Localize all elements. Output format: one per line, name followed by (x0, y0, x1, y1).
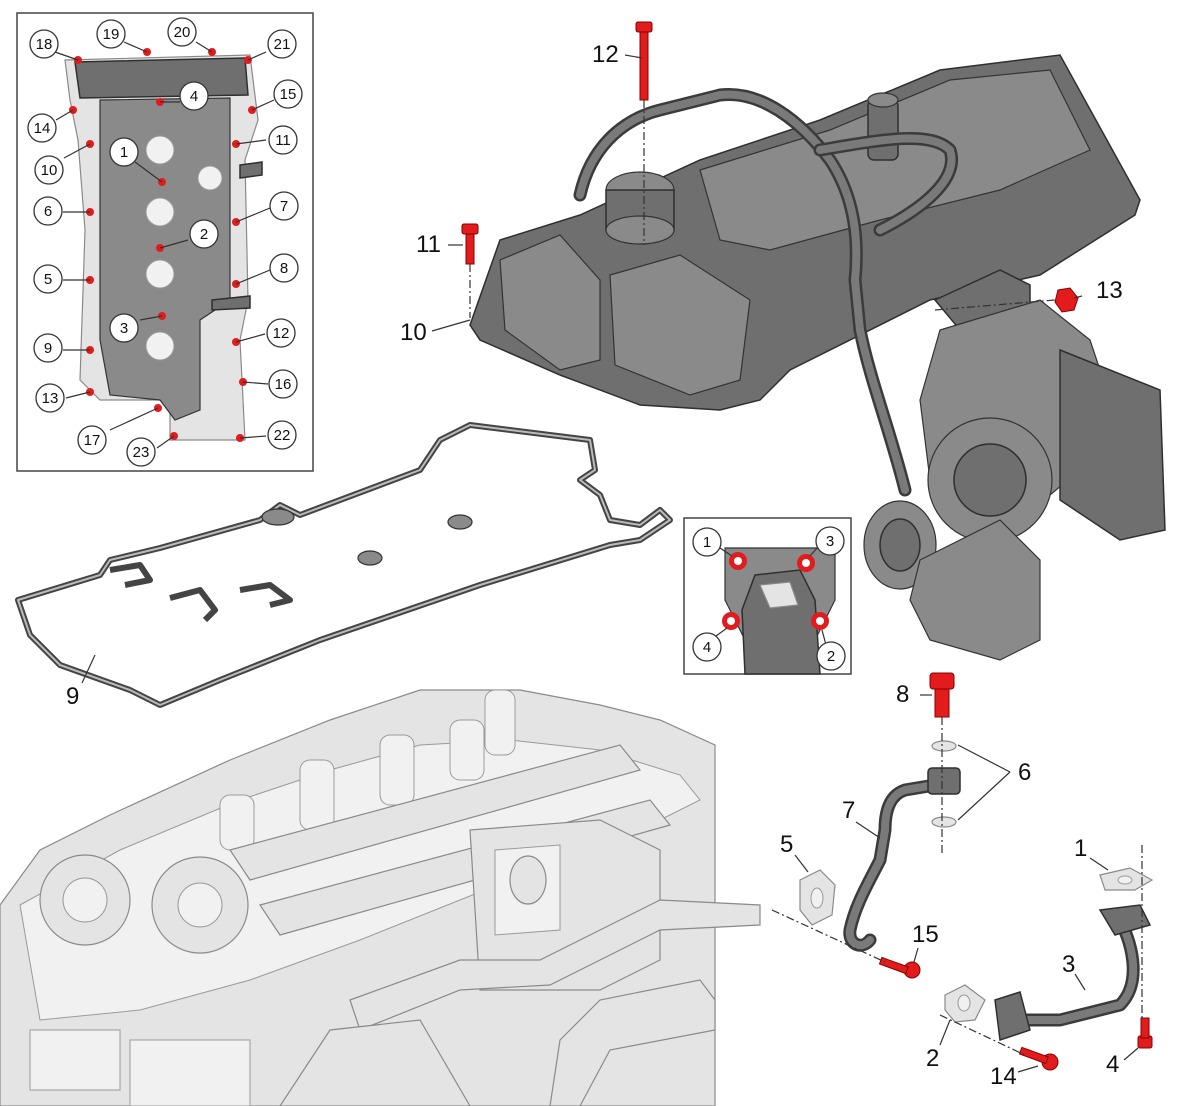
svg-text:20: 20 (174, 24, 191, 41)
flange-hole-4 (722, 612, 740, 630)
flange-seq-1: 1 (692, 527, 722, 557)
seq-2: 2 (189, 219, 219, 249)
valve-cover (469, 54, 1141, 411)
flange-seq-3: 3 (815, 526, 845, 556)
seq-7: 7 (269, 191, 299, 221)
seq-9: 9 (33, 333, 63, 363)
svg-text:1: 1 (120, 144, 128, 161)
seq-6: 6 (33, 196, 63, 226)
seq-12: 12 (266, 318, 296, 348)
flange-hole-2 (811, 612, 829, 630)
callout-8: 8 (896, 681, 909, 708)
seq-21: 21 (267, 29, 297, 59)
seq-10: 10 (34, 155, 64, 185)
svg-text:11: 11 (275, 132, 291, 149)
svg-text:2: 2 (827, 648, 835, 665)
callout-4: 4 (1106, 1051, 1119, 1078)
seq-17: 17 (77, 425, 107, 455)
callout-3: 3 (1062, 951, 1075, 978)
seq-15: 15 (273, 79, 303, 109)
svg-text:21: 21 (274, 36, 291, 53)
assembly-centerlines (469, 100, 1143, 1056)
flange-seq-4: 4 (692, 632, 722, 662)
svg-text:2: 2 (200, 226, 208, 243)
callout-6: 6 (1018, 759, 1031, 786)
callout-13: 13 (1096, 277, 1123, 304)
seq-22: 22 (267, 420, 297, 450)
seq-23: 23 (126, 437, 156, 467)
svg-text:7: 7 (280, 198, 288, 215)
callout-5: 5 (780, 831, 793, 858)
svg-text:4: 4 (703, 639, 711, 656)
svg-text:4: 4 (190, 88, 198, 105)
svg-text:23: 23 (133, 444, 150, 461)
svg-text:5: 5 (44, 271, 52, 288)
svg-text:22: 22 (274, 427, 291, 444)
callout-1: 1 (1074, 835, 1087, 862)
seq-5: 5 (33, 264, 63, 294)
svg-text:12: 12 (273, 325, 290, 342)
seq-14: 14 (27, 113, 57, 143)
svg-text:15: 15 (280, 86, 297, 103)
svg-text:8: 8 (280, 260, 288, 277)
bolt-12 (635, 21, 653, 101)
bolt-15 (878, 956, 921, 979)
leader-lines (81, 54, 1139, 1073)
svg-text:14: 14 (34, 120, 51, 137)
cover-tightening-sequence-inset: 18 19 20 21 4 15 14 11 1 10 6 7 2 8 5 3 … (16, 12, 314, 472)
flange-tightening-sequence-inset: 1 3 4 2 (683, 517, 852, 675)
seq-4: 4 (179, 81, 209, 111)
callout-15: 15 (912, 921, 939, 948)
seq-18: 18 (29, 29, 59, 59)
svg-text:18: 18 (36, 36, 53, 53)
callout-10: 10 (400, 319, 427, 346)
callout-14: 14 (990, 1063, 1017, 1090)
svg-text:6: 6 (44, 203, 52, 220)
oil-feed-pipe (843, 740, 961, 952)
seq-19: 19 (96, 19, 126, 49)
seq-1: 1 (109, 137, 139, 167)
gaskets-small (799, 867, 1154, 1023)
bolt-14 (1018, 1046, 1059, 1071)
flange-seq-2: 2 (816, 641, 846, 671)
svg-text:17: 17 (84, 432, 101, 449)
callout-9: 9 (66, 683, 79, 710)
svg-text:9: 9 (44, 340, 52, 357)
seq-16: 16 (268, 369, 298, 399)
svg-text:3: 3 (826, 533, 834, 550)
valve-cover-gasket (15, 422, 673, 708)
main-callouts: 12 11 10 13 9 8 6 7 5 15 1 3 2 14 4 (66, 41, 1123, 1090)
svg-text:13: 13 (42, 390, 59, 407)
breather-hoses (573, 87, 958, 497)
seq-13: 13 (35, 383, 65, 413)
seq-8: 8 (269, 253, 299, 283)
callout-2: 2 (926, 1045, 939, 1072)
seq-20: 20 (167, 17, 197, 47)
turbocharger (863, 269, 1166, 661)
svg-text:1: 1 (703, 534, 711, 551)
seq-11: 11 (268, 125, 298, 155)
svg-text:19: 19 (103, 26, 120, 43)
callout-7: 7 (842, 797, 855, 824)
bolt-8 (929, 672, 955, 718)
engine-cylinder-head (0, 689, 761, 1106)
seq-3: 3 (109, 313, 139, 343)
bolt-4 (1137, 1017, 1153, 1049)
callout-11: 11 (416, 231, 441, 258)
flange-hole-1 (729, 552, 747, 570)
nut-13 (1054, 287, 1079, 313)
svg-text:10: 10 (41, 162, 58, 179)
oil-return-pipe (994, 904, 1152, 1042)
svg-text:16: 16 (275, 376, 292, 393)
flange-hole-3 (797, 554, 815, 572)
callout-12: 12 (592, 41, 619, 68)
bolt-11 (461, 223, 479, 265)
svg-text:3: 3 (120, 320, 128, 337)
